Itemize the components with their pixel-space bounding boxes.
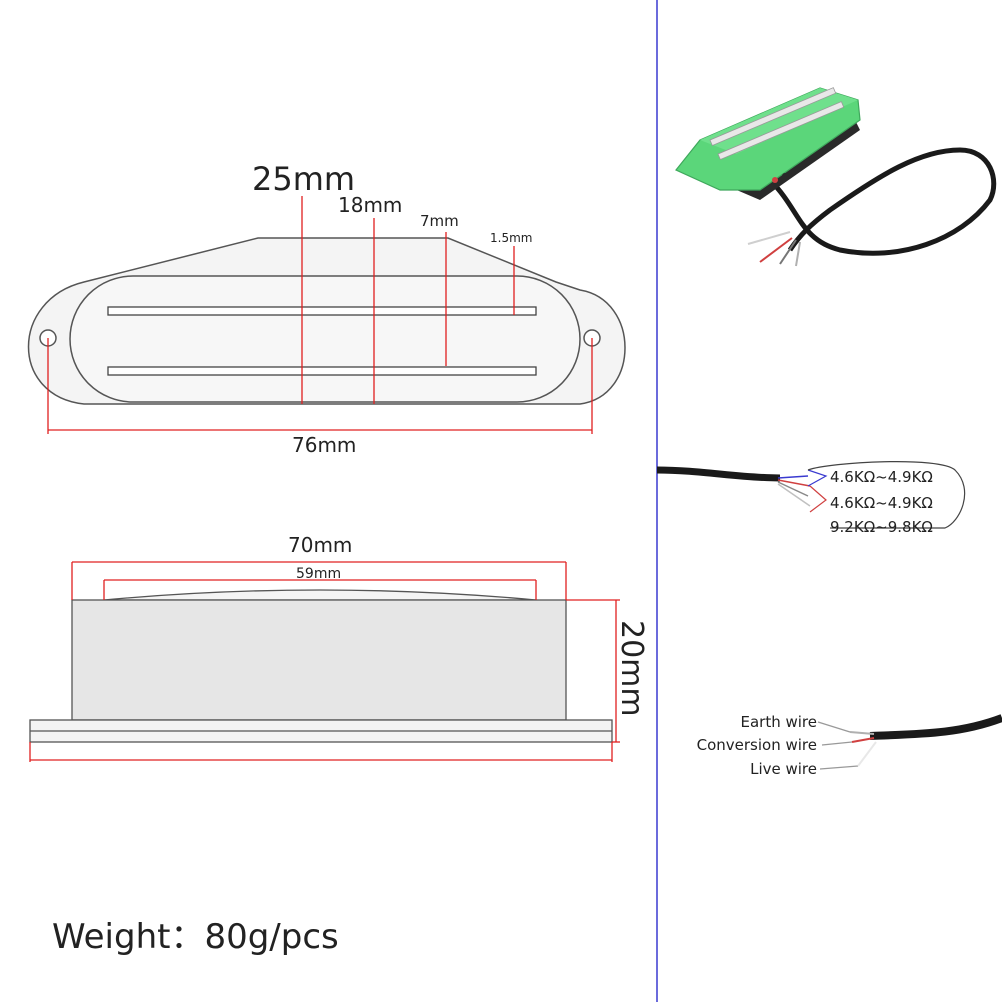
pickup-photo [675,87,997,267]
dim-label-70mm: 70mm [288,533,352,557]
dim-label-25mm: 25mm [252,160,355,198]
top-view-dimension-lines [47,196,593,434]
pickup-wire-ends [747,231,801,267]
earth-wire-label: Earth wire [741,713,818,731]
side-view-cover-body [71,599,567,721]
wire-legend: Earth wire Conversion wire Live wire [697,713,1002,778]
weight-label: Weight：80g/pcs [52,917,339,957]
live-wire-label: Live wire [750,760,817,778]
pickup-cable [768,147,997,256]
conversion-wire-label: Conversion wire [697,736,817,754]
side-view-drawing: 70mm 59mm 20mm [29,533,649,762]
resistance-value-2: 4.6KΩ~4.9KΩ [830,494,933,512]
wire-legend-cable [869,714,1002,740]
resistance-diagram: 4.6KΩ~4.9KΩ 4.6KΩ~4.9KΩ 9.2KΩ~9.8KΩ [656,461,966,536]
dim-label-76mm: 76mm [292,433,356,457]
resistance-value-3: 9.2KΩ~9.8KΩ [830,518,933,536]
top-view-drawing: 25mm 18mm 7mm 1.5mm 76mm [27,160,626,457]
resistance-cable [656,466,781,482]
wire-legend-leads [817,721,877,770]
side-view-top-edge [103,589,537,601]
dim-label-59mm: 59mm [296,566,341,582]
resistance-brackets [807,461,966,529]
resistance-value-1: 4.6KΩ~4.9KΩ [830,468,933,486]
resistance-wire-ends [777,475,811,507]
pickup-cover-outline [69,275,581,403]
blade-slot-top [107,306,537,316]
dim-label-18mm: 18mm [338,193,402,217]
blade-slot-bottom [107,366,537,376]
dim-label-1-5mm: 1.5mm [490,231,532,245]
dim-label-20mm: 20mm [614,620,649,717]
side-view-dimension-lines [29,561,620,762]
dim-label-7mm: 7mm [420,212,459,230]
